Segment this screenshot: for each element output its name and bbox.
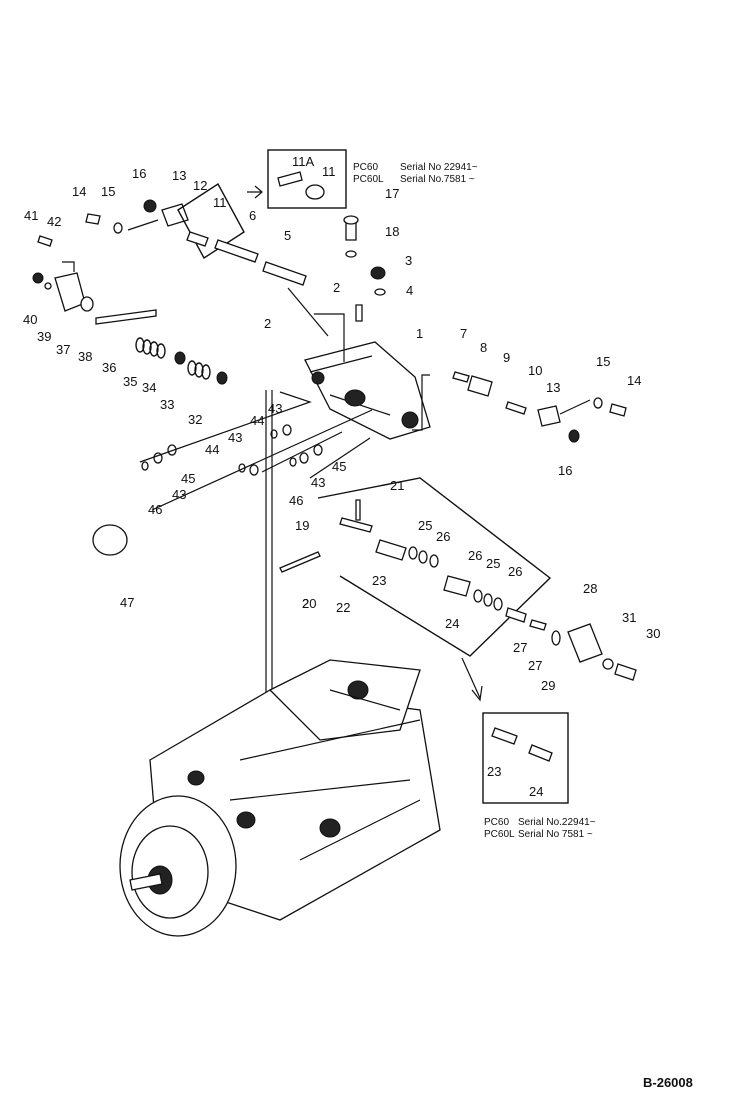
callout-label: 36 <box>102 360 116 375</box>
callout-label: 33 <box>160 397 174 412</box>
callout-labels: 1 2 2 2 3 4 5 6 7 8 9 10 11 11 11A 12 13… <box>23 154 660 799</box>
left-spring-group <box>32 261 228 385</box>
callout-label: 40 <box>23 312 37 327</box>
callout-label: 46 <box>289 493 303 508</box>
serial-note-bottom: PC60 Serial No.22941~ PC60L Serial No 75… <box>484 817 596 840</box>
callout-label: 11 <box>213 195 227 210</box>
callout-label: 19 <box>295 518 309 533</box>
o-ring-group <box>92 424 323 556</box>
callout-label: 34 <box>142 380 156 395</box>
note-serial: Serial No 7581 ~ <box>518 829 593 840</box>
callout-label: 22 <box>336 600 350 615</box>
callout-label: 14 <box>627 373 641 388</box>
top-right-parts <box>343 215 386 322</box>
callout-label: 15 <box>596 354 610 369</box>
callout-label: 23 <box>372 573 386 588</box>
callout-label: 43 <box>228 430 242 445</box>
callout-label: 13 <box>546 380 560 395</box>
callout-label: 44 <box>205 442 219 457</box>
callout-label: 9 <box>503 350 510 365</box>
callout-label: 25 <box>486 556 500 571</box>
callout-label: 30 <box>646 626 660 641</box>
callout-label: 12 <box>193 178 207 193</box>
callout-label: 32 <box>188 412 202 427</box>
callout-label: 27 <box>528 658 542 673</box>
callout-label: 47 <box>120 595 134 610</box>
callout-label: 41 <box>24 208 38 223</box>
callout-label: 45 <box>181 471 195 486</box>
callout-label: 24 <box>529 784 543 799</box>
note-serial: Serial No 22941~ <box>400 162 478 173</box>
callout-label: 43 <box>311 475 325 490</box>
callout-label: 17 <box>385 186 399 201</box>
callout-label: 26 <box>468 548 482 563</box>
callout-label: 23 <box>487 764 501 779</box>
pump-assembly <box>119 390 441 937</box>
callout-label: 25 <box>418 518 432 533</box>
callout-label: 15 <box>101 184 115 199</box>
callout-label: 27 <box>513 640 527 655</box>
callout-label: 28 <box>583 581 597 596</box>
callout-label: 6 <box>249 208 256 223</box>
callout-label: 2 <box>302 596 309 611</box>
note-model: PC60 <box>484 817 509 828</box>
callout-label: 20 <box>302 596 316 611</box>
callout-label: 11A <box>292 154 314 169</box>
callout-label: 39 <box>37 329 51 344</box>
callout-label: 13 <box>172 168 186 183</box>
callout-label: 26 <box>508 564 522 579</box>
callout-label: 45 <box>332 459 346 474</box>
detail-box-bottom <box>461 657 569 804</box>
callout-label: 26 <box>436 529 450 544</box>
callout-label: 2 <box>333 280 340 295</box>
callout-label: 38 <box>78 349 92 364</box>
callout-label: 29 <box>541 678 555 693</box>
callout-label: 21 <box>390 478 404 493</box>
note-model: PC60L <box>353 174 384 185</box>
callout-label: 18 <box>385 224 399 239</box>
detail-box-top <box>247 149 347 209</box>
callout-label: 3 <box>405 253 412 268</box>
serial-note-top: PC60 Serial No 22941~ PC60L Serial No.75… <box>353 162 478 185</box>
callout-label: 44 <box>250 413 264 428</box>
callout-label: 24 <box>445 616 459 631</box>
callout-label: 14 <box>72 184 86 199</box>
callout-label: 46 <box>148 502 162 517</box>
valve-body <box>304 313 431 440</box>
callout-label: 31 <box>622 610 636 625</box>
callout-label: 11 <box>322 164 336 179</box>
callout-label: 35 <box>123 374 137 389</box>
center-parts <box>279 477 637 681</box>
callout-label: 16 <box>558 463 572 478</box>
callout-label: 42 <box>47 214 61 229</box>
callout-label: 2 <box>264 316 271 331</box>
top-left-parts <box>37 182 307 286</box>
note-model: PC60L <box>484 829 515 840</box>
callout-label: 10 <box>528 363 542 378</box>
callout-label: 37 <box>56 342 70 357</box>
callout-label: 43 <box>268 401 282 416</box>
callout-label: 1 <box>416 326 423 341</box>
callout-label: 43 <box>172 487 186 502</box>
callout-label: 5 <box>284 228 291 243</box>
note-serial: Serial No.22941~ <box>518 817 596 828</box>
drawing-code: B-26008 <box>643 1075 693 1090</box>
callout-label: 8 <box>480 340 487 355</box>
note-serial: Serial No.7581 ~ <box>400 174 475 185</box>
note-model: PC60 <box>353 162 378 173</box>
callout-label: 4 <box>406 283 413 298</box>
callout-label: 7 <box>460 326 467 341</box>
right-side-parts <box>452 371 627 443</box>
callout-label: 16 <box>132 166 146 181</box>
